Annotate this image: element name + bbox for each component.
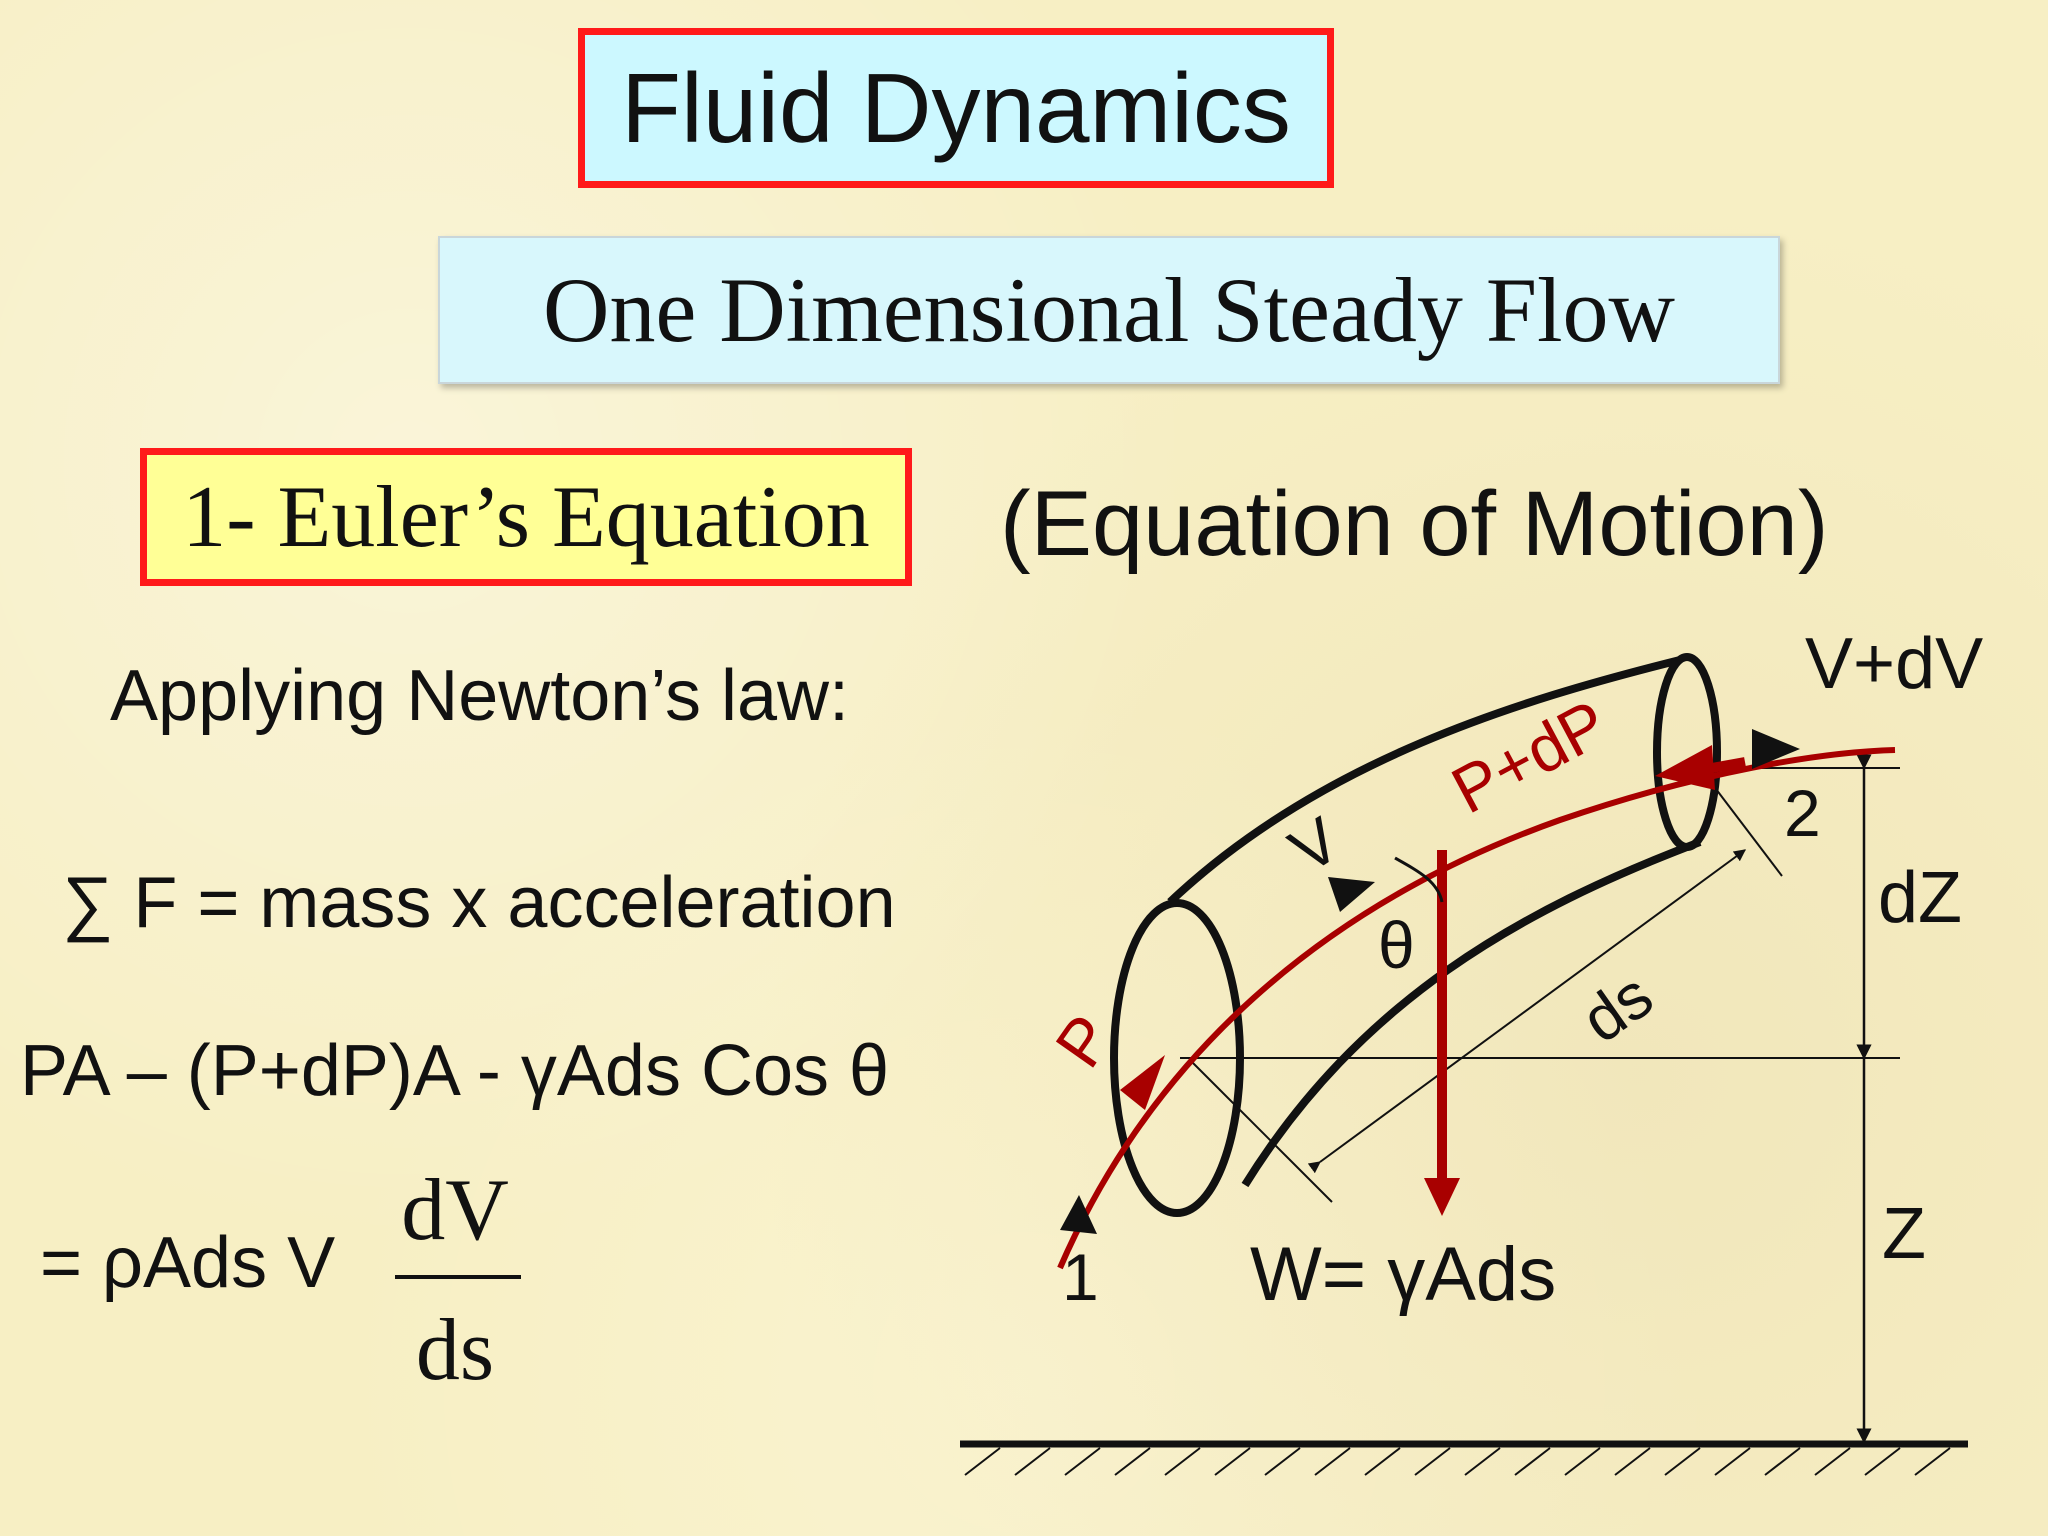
label-height-change: dZ <box>1878 858 1962 938</box>
inlet-pressure-arrow <box>1120 1055 1165 1110</box>
label-angle: θ <box>1378 908 1415 982</box>
equals-term: = ρAds V <box>40 1223 336 1303</box>
ds-dimension-arrow <box>1307 849 1746 1174</box>
section-subtitle: (Equation of Motion) <box>1000 473 1829 575</box>
ground-hatching <box>964 1447 1951 1476</box>
flow-arrow-middle <box>1328 877 1375 912</box>
sum-forces-equation: ∑ F = mass x acceleration <box>62 863 896 943</box>
label-section-2: 2 <box>1784 776 1821 850</box>
section-box: 1- Euler’s Equation <box>140 448 912 586</box>
label-weight: W= γAds <box>1250 1232 1556 1317</box>
weight-arrow-head <box>1424 1178 1460 1216</box>
label-section-1: 1 <box>1062 1240 1099 1314</box>
title-box: Fluid Dynamics <box>578 28 1334 188</box>
tube-top-edge <box>1167 656 1681 905</box>
fraction-bar <box>395 1275 521 1279</box>
newton-intro: Applying Newton’s law: <box>110 656 850 736</box>
slide-title: Fluid Dynamics <box>621 52 1291 163</box>
slide-subtitle: One Dimensional Steady Flow <box>543 259 1675 361</box>
theta-arc <box>1394 856 1444 903</box>
flow-arrow-outlet <box>1752 729 1800 769</box>
fraction-denominator: ds <box>415 1302 495 1399</box>
ds-extension-line-1 <box>1189 1059 1333 1203</box>
outlet-pressure-arrow-head <box>1655 745 1715 790</box>
section-title: 1- Euler’s Equation <box>182 468 870 566</box>
label-length-element: ds <box>1569 959 1666 1057</box>
label-elevation: Z <box>1882 1194 1926 1274</box>
fraction-numerator: dV <box>401 1162 509 1259</box>
flow-arrow-inlet <box>1060 1195 1097 1234</box>
force-terms-equation: PA – (P+dP)A - γAds Cos θ <box>20 1031 890 1111</box>
streamline <box>1057 747 1896 1270</box>
label-outlet-velocity: V+dV <box>1805 624 1983 704</box>
subtitle-box: One Dimensional Steady Flow <box>438 236 1780 384</box>
outlet-cross-section <box>1653 653 1721 851</box>
